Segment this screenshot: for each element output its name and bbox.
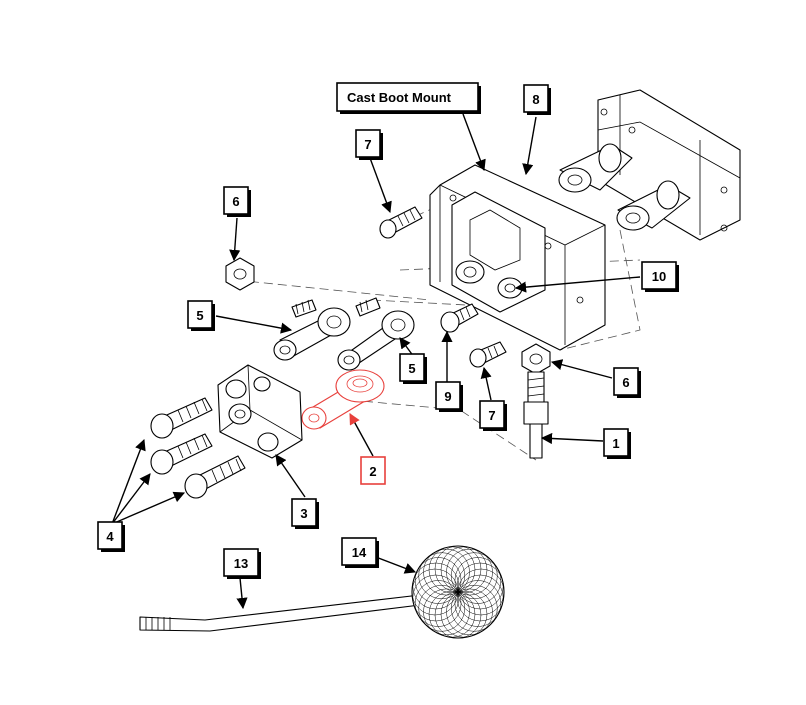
callout-10: 10 (641, 261, 679, 292)
callout-1: 1 (603, 428, 631, 459)
callout-4: 4 (97, 521, 125, 552)
callout-3: 3 (291, 498, 319, 529)
svg-text:6: 6 (622, 375, 629, 390)
callout-7-upper: 7 (355, 129, 383, 160)
svg-text:13: 13 (234, 556, 248, 571)
control-rod (139, 594, 421, 632)
callout-7-lower: 7 (479, 400, 507, 431)
callout-5-left: 5 (187, 300, 215, 331)
svg-text:3: 3 (300, 506, 307, 521)
cap-screw-7-lower (469, 341, 507, 368)
callout-6-left: 6 (223, 186, 251, 217)
callout-2-highlighted: 2 (360, 456, 386, 485)
cap-screw-4-middle (150, 433, 213, 475)
svg-text:6: 6 (232, 194, 239, 209)
svg-text:2: 2 (369, 464, 376, 479)
cap-screw-9 (440, 303, 479, 333)
svg-text:14: 14 (352, 545, 367, 560)
cap-screw-7-upper (379, 206, 423, 239)
callout-5-right: 5 (399, 353, 427, 384)
cap-screw-4-bottom (184, 455, 246, 499)
svg-text:8: 8 (532, 92, 539, 107)
cap-screw-4-top (150, 397, 213, 439)
callout-6-right: 6 (613, 367, 641, 398)
threaded-stud (523, 371, 549, 459)
rod-end-2-highlighted (301, 369, 385, 430)
svg-text:10: 10 (652, 269, 666, 284)
cast-boot-mount-label: Cast Boot Mount (336, 82, 481, 114)
svg-text:7: 7 (488, 408, 495, 423)
svg-text:5: 5 (196, 308, 203, 323)
mounting-block (217, 364, 303, 459)
callout-14: 14 (341, 537, 379, 568)
svg-text:4: 4 (106, 529, 114, 544)
svg-text:1: 1 (612, 436, 619, 451)
svg-text:9: 9 (444, 389, 451, 404)
knob-ball (411, 545, 505, 639)
callout-8: 8 (523, 84, 551, 115)
hex-nut-6-left (225, 257, 255, 291)
cast-boot-mount-label-text: Cast Boot Mount (347, 90, 452, 105)
svg-text:7: 7 (364, 137, 371, 152)
callout-9: 9 (435, 381, 463, 412)
svg-text:5: 5 (408, 361, 415, 376)
actuator-assembly (558, 89, 741, 241)
leader-lines (111, 113, 641, 610)
callout-13: 13 (223, 548, 261, 579)
hex-nut-6-right (521, 343, 551, 375)
rod-end-5-left (273, 299, 351, 361)
rod-end-5-right (337, 297, 415, 371)
